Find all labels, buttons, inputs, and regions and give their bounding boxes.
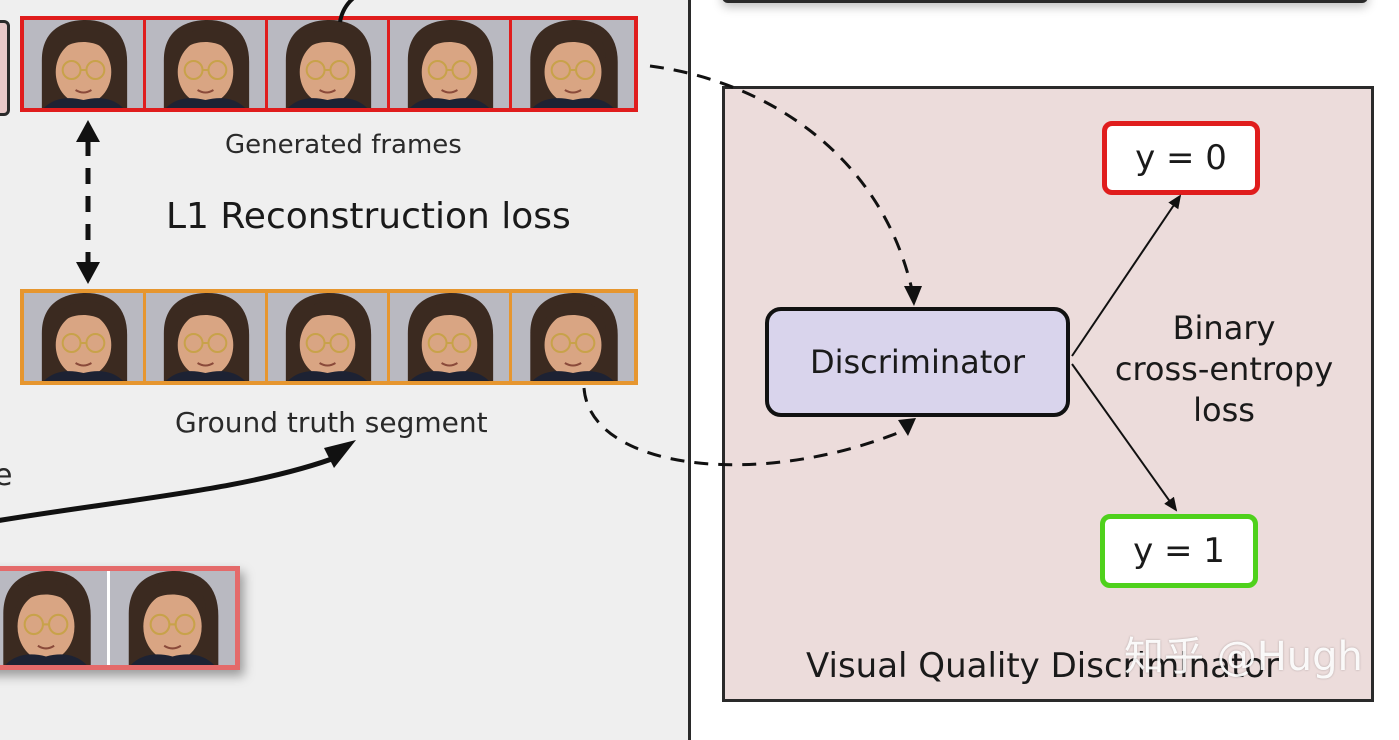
face-thumbnail [146, 20, 265, 108]
cropped-label: e [0, 458, 13, 493]
bce-loss-line: Binary [1172, 309, 1276, 347]
top-right-box [722, 0, 1368, 3]
face-thumbnail [390, 20, 509, 108]
face-thumbnail [268, 293, 387, 381]
face-thumbnail [146, 293, 265, 381]
discriminator-box: Discriminator [765, 307, 1070, 417]
generated-frames-strip [20, 16, 638, 112]
generated-frame [512, 20, 634, 108]
generated-frame [24, 20, 146, 108]
face-thumbnail [0, 571, 107, 665]
face-thumbnail [390, 293, 509, 381]
face-thumbnail [24, 293, 143, 381]
face-thumbnail [268, 20, 387, 108]
bce-loss-line: cross-entropy [1114, 350, 1334, 388]
reference-frames-strip [0, 566, 240, 670]
output-fake-box: y = 0 [1102, 121, 1260, 195]
panel-title: Visual Quality Discriminator [806, 646, 1280, 686]
reference-frame [0, 571, 110, 665]
face-thumbnail [512, 20, 634, 108]
bce-loss-label: Binary cross-entropy loss [1098, 308, 1350, 431]
face-thumbnail [24, 20, 143, 108]
generated-frames-label: Generated frames [225, 130, 462, 160]
bce-loss-line: loss [1193, 391, 1255, 429]
ground-truth-frame [24, 293, 146, 381]
generated-frame [146, 20, 268, 108]
generated-frame [268, 20, 390, 108]
discriminator-label: Discriminator [809, 343, 1026, 381]
generated-frame [390, 20, 512, 108]
reference-frame [110, 571, 235, 665]
ground-truth-frame [512, 293, 634, 381]
ground-truth-frame [146, 293, 268, 381]
output-fake-label: y = 0 [1135, 138, 1227, 178]
l1-loss-label: L1 Reconstruction loss [166, 196, 571, 237]
ground-truth-strip [20, 289, 638, 385]
ground-truth-frame [268, 293, 390, 381]
output-real-label: y = 1 [1133, 531, 1225, 571]
face-thumbnail [512, 293, 634, 381]
ground-truth-frame [390, 293, 512, 381]
output-real-box: y = 1 [1100, 514, 1258, 588]
left-edge-box [0, 20, 10, 116]
ground-truth-label: Ground truth segment [175, 406, 488, 439]
face-thumbnail [110, 571, 235, 665]
watermark: 知乎 @Hugh [1124, 634, 1363, 680]
